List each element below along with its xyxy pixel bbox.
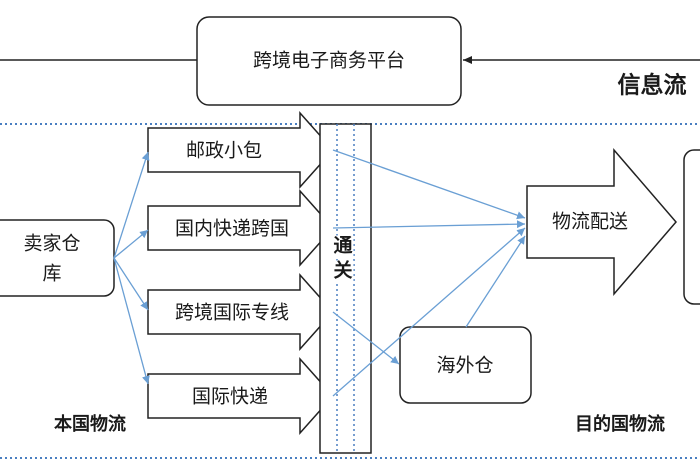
customs-label-line2: 关 (332, 259, 354, 282)
seller-warehouse-box (0, 219, 115, 297)
seller-warehouse-label-line1: 卖家仓 (23, 232, 81, 255)
seller-connectors (113, 151, 150, 385)
customs-column (319, 123, 372, 454)
destination-box (683, 149, 700, 305)
delivery-arrow (526, 147, 677, 297)
domestic-logistics-label: 本国物流 (54, 414, 126, 435)
channel-label-dedicated-line: 跨境国际专线 (174, 301, 290, 324)
channel-arrow-domestic-express (147, 189, 335, 267)
info-flow-label: 信息流 (617, 72, 687, 99)
overseas-warehouse-box (399, 326, 532, 404)
destination-logistics-label: 目的国物流 (575, 414, 665, 435)
channel-arrow-intl-express (147, 357, 335, 435)
channel-arrow-dedicated-line (147, 273, 335, 351)
channel-label-domestic-express: 国内快递跨国 (174, 217, 290, 240)
customs-connectors (332, 149, 526, 397)
platform-box (196, 16, 462, 106)
seller-warehouse-label-line2: 库 (42, 262, 62, 285)
channel-arrow-postal (147, 111, 335, 189)
channel-label-intl-express: 国际快递 (191, 385, 269, 408)
platform-label: 跨境电子商务平台 (252, 49, 406, 72)
delivery-label: 物流配送 (551, 210, 629, 233)
channel-label-postal: 邮政小包 (185, 139, 263, 162)
customs-label-line1: 通 (332, 234, 354, 257)
overseas-warehouse-label: 海外仓 (436, 354, 494, 377)
